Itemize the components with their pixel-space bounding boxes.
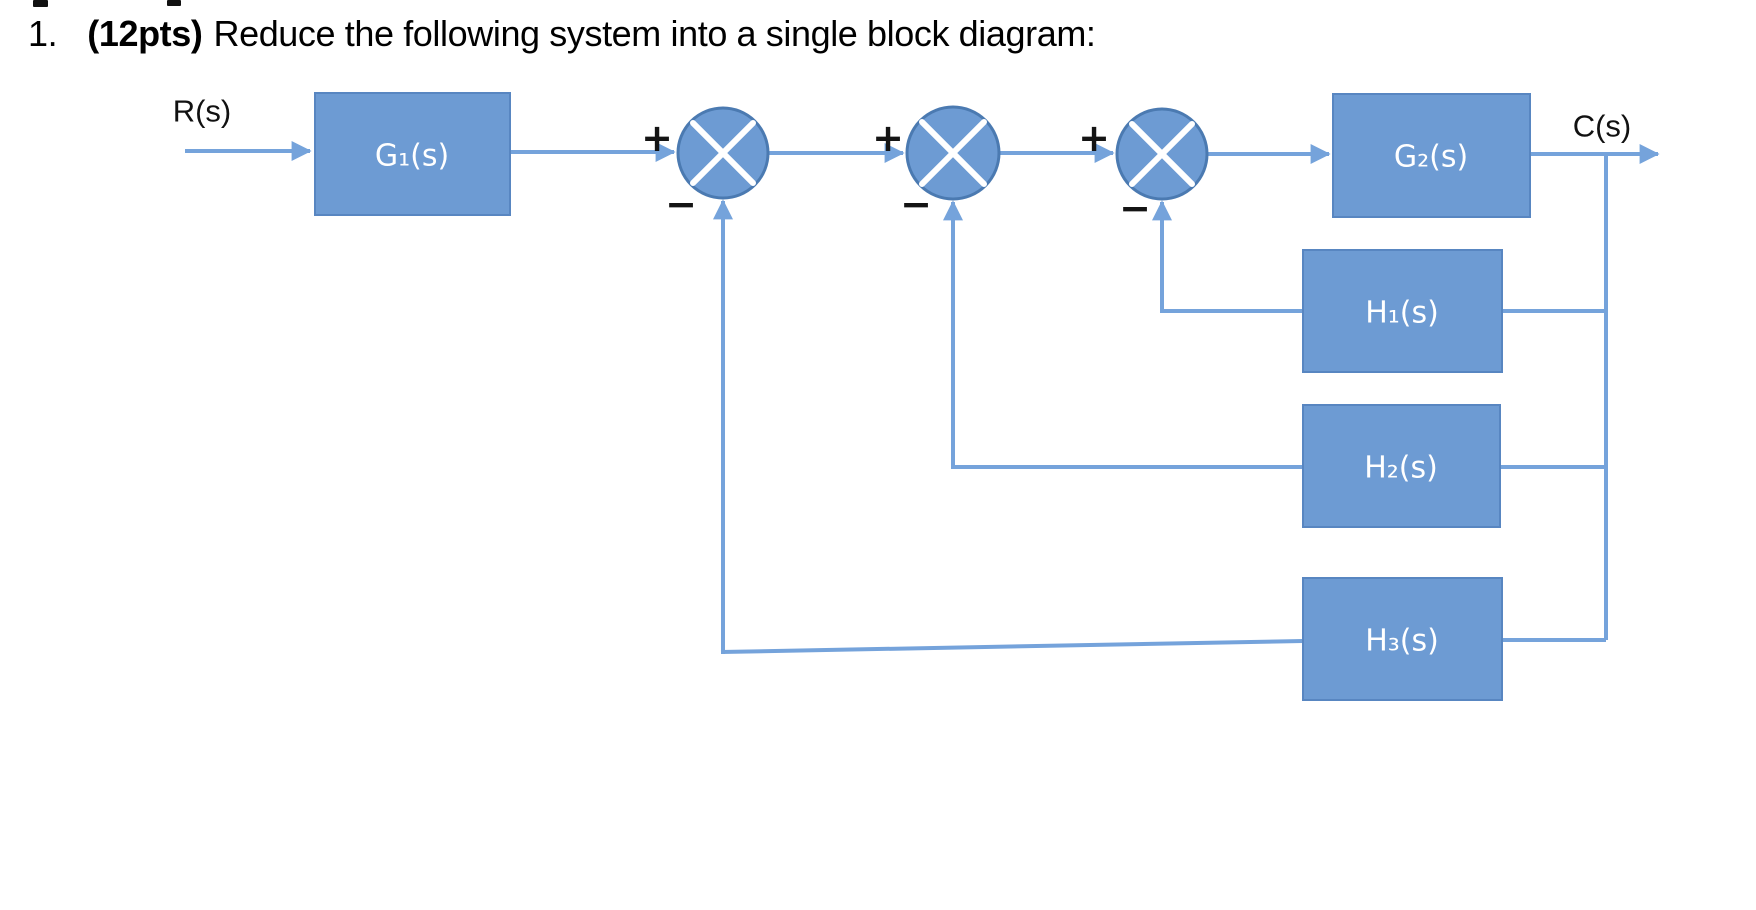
block-h1: H₁(s) xyxy=(1302,249,1503,373)
summing-junction-2 xyxy=(905,105,1001,201)
block-g2-label: G₂(s) xyxy=(1394,140,1468,175)
sum1-plus-sign: + xyxy=(641,116,673,160)
problem-number: 1. xyxy=(28,13,58,54)
block-h3: H₃(s) xyxy=(1302,577,1503,701)
sum1-minus-sign: − xyxy=(665,182,697,226)
input-signal-label: R(s) xyxy=(173,94,232,129)
block-g1-label: G₁(s) xyxy=(375,139,449,174)
block-g2: G₂(s) xyxy=(1332,93,1531,218)
block-h2-label: H₂(s) xyxy=(1364,451,1438,486)
sum2-minus-sign: − xyxy=(900,182,932,226)
sum3-minus-sign: − xyxy=(1119,186,1151,230)
block-h1-label: H₁(s) xyxy=(1365,296,1439,331)
summing-junction-1 xyxy=(676,106,770,200)
sum3-plus-sign: + xyxy=(1078,116,1110,160)
sum2-plus-sign: + xyxy=(872,116,904,160)
block-g1: G₁(s) xyxy=(314,92,511,216)
wire-h3-to-corner xyxy=(720,639,1304,654)
summing-junction-3 xyxy=(1115,107,1209,201)
cropped-text-artifact xyxy=(33,0,48,7)
block-h2: H₂(s) xyxy=(1302,404,1501,528)
problem-text: Reduce the following system into a singl… xyxy=(213,13,1096,54)
output-signal-label: C(s) xyxy=(1573,109,1632,144)
block-h3-label: H₃(s) xyxy=(1365,624,1439,659)
problem-title: 1. (12pts) Reduce the following system i… xyxy=(28,12,1096,55)
problem-points: (12pts) xyxy=(87,13,203,54)
cropped-text-artifact xyxy=(167,0,181,6)
